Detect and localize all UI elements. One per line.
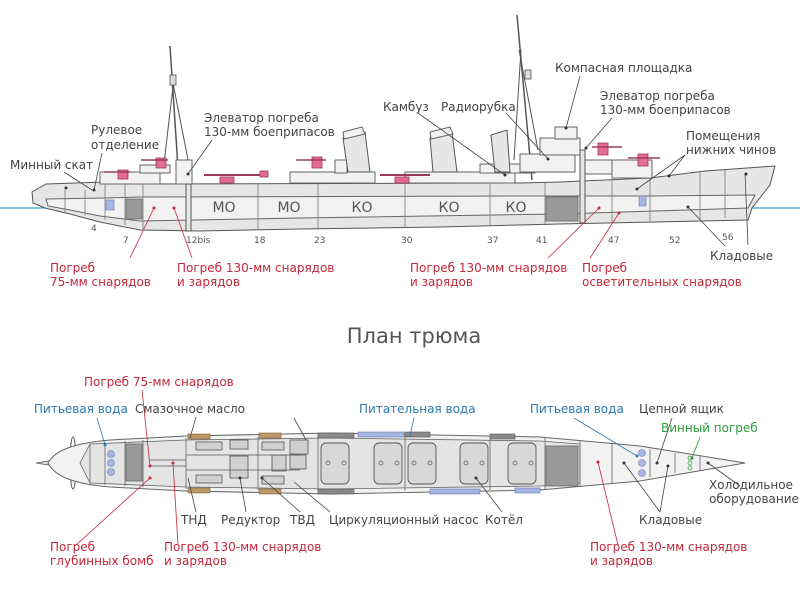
compartment-ko-3: КО (506, 200, 527, 216)
plan-title: План трюма (347, 324, 481, 348)
frame-56: 56 (722, 233, 734, 243)
compartment-mo-2: МО (277, 200, 300, 216)
compartment-ko-2: КО (439, 200, 460, 216)
funnel-3 (490, 129, 511, 173)
label-lower-ranks-1: Помещения (686, 129, 760, 143)
frame-37: 37 (487, 236, 498, 246)
label-galley: Камбуз (383, 100, 429, 114)
label-radio-room: Радиорубка (441, 100, 516, 114)
gun-fwd-2 (628, 153, 660, 167)
label-elevator-fwd-2: 130-мм боеприпасов (600, 103, 731, 117)
frame-4: 4 (91, 224, 97, 234)
label-plan-mag130-fwd-2: и зарядов (590, 554, 653, 568)
hold-plan: Погреб 75-мм снарядов Питьевая вода Смаз… (34, 375, 799, 568)
frame-41: 41 (536, 236, 547, 246)
compartment-mo-1: МО (212, 200, 235, 216)
fore-mast (513, 14, 539, 181)
side-profile: МО МО КО КО КО 4 7 12bis 18 23 30 37 41 … (0, 14, 800, 289)
label-tnd: ТНД (180, 513, 207, 527)
label-mag130-fwd-1: Погреб 130-мм снарядов (410, 261, 567, 275)
label-mag130-fwd-2: и зарядов (410, 275, 473, 289)
label-lower-ranks-2: нижних чинов (686, 143, 776, 157)
frame-23: 23 (314, 236, 325, 246)
label-compass-platform: Компасная площадка (555, 61, 692, 75)
label-drinking-water-fwd: Питьевая вода (530, 402, 624, 416)
label-mag130-aft-2: и зарядов (177, 275, 240, 289)
label-depth-charges-2: глубинных бомб (50, 554, 154, 568)
gun-aft-130 (141, 157, 168, 169)
frame-30: 30 (401, 236, 413, 246)
label-storerooms-side: Кладовые (710, 249, 773, 263)
label-steering-1: Рулевое (91, 123, 142, 137)
label-tvd: ТВД (289, 513, 315, 527)
label-lube-oil: Смазочное масло (135, 402, 245, 416)
compartment-ko-1: КО (352, 200, 373, 216)
label-reducer: Редуктор (221, 513, 280, 527)
frame-12bis: 12bis (186, 236, 211, 246)
gun-mid-1 (204, 170, 269, 184)
boilers (320, 442, 537, 485)
label-elevator-aft-1: Элеватор погреба (204, 111, 319, 125)
frame-47: 47 (608, 236, 619, 246)
label-feed-water: Питательная вода (359, 402, 476, 416)
label-storerooms-plan: Кладовые (639, 513, 702, 527)
label-illum-2: осветительных снарядов (582, 275, 742, 289)
gun-mid-3 (380, 174, 430, 184)
label-elevator-aft-2: 130-мм боеприпасов (204, 125, 335, 139)
label-mag75-1: Погреб (50, 261, 95, 275)
frame-18: 18 (254, 236, 266, 246)
gun-aft-75 (104, 169, 130, 180)
label-refrig-1: Холодильное (709, 478, 793, 492)
label-circ-pump: Циркуляционный насос (329, 513, 479, 527)
label-chain-locker: Цепной ящик (639, 402, 724, 416)
label-drinking-water-aft: Питьевая вода (34, 402, 128, 416)
frame-52: 52 (669, 236, 680, 246)
label-plan-mag130-fwd-1: Погреб 130-мм снарядов (590, 540, 747, 554)
label-plan-mag75: Погреб 75-мм снарядов (84, 375, 234, 389)
label-refrig-2: оборудование (709, 492, 799, 506)
label-steering-2: отделение (91, 138, 159, 152)
frame-7: 7 (123, 236, 129, 246)
label-mag75-2: 75-мм снарядов (50, 275, 151, 289)
gun-mid-2 (296, 156, 326, 169)
label-mine-chute: Минный скат (10, 158, 93, 172)
label-elevator-fwd-1: Элеватор погреба (600, 89, 715, 103)
gun-fwd-1 (592, 142, 622, 156)
label-mag130-aft-1: Погреб 130-мм снарядов (177, 261, 334, 275)
label-depth-charges-1: Погреб (50, 540, 95, 554)
label-plan-mag130-aft-1: Погреб 130-мм снарядов (164, 540, 321, 554)
label-boiler: Котёл (485, 513, 523, 527)
label-illum-1: Погреб (582, 261, 627, 275)
label-wine-cellar: Винный погреб (661, 421, 758, 435)
label-plan-mag130-aft-2: и зарядов (164, 554, 227, 568)
